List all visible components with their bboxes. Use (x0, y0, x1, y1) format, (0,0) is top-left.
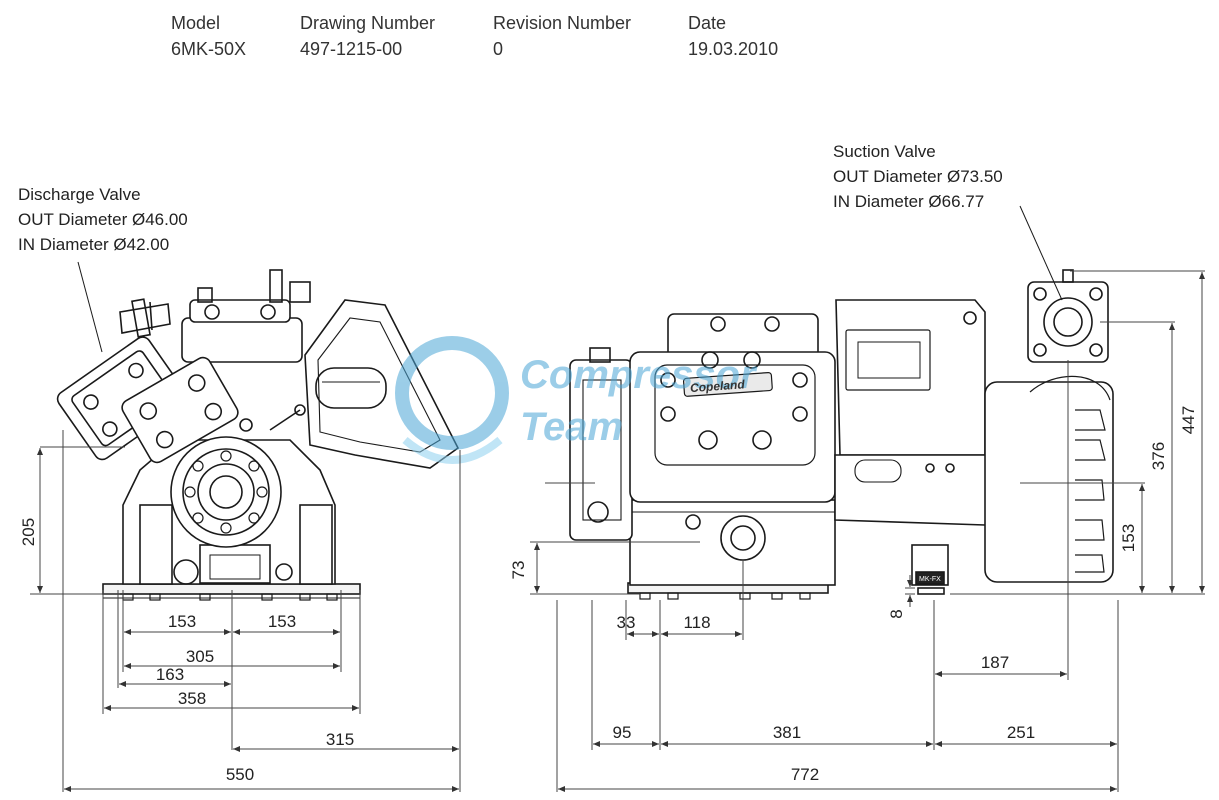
dim-side-height-8: 8 (887, 609, 906, 618)
suction-leader-line (1019, 205, 1063, 301)
suction-valve-title: Suction Valve (833, 142, 936, 161)
suction-in-diameter: IN Diameter Ø66.77 (833, 192, 985, 211)
revision-number-label: Revision Number (493, 13, 632, 33)
side-dimensions (530, 270, 1205, 792)
dim-front-width-305: 305 (186, 647, 214, 666)
dim-side-height-376: 376 (1149, 442, 1168, 470)
nameplate-brand: Copeland (690, 377, 746, 395)
side-view-drawing (569, 269, 1114, 600)
date-field: Date 19.03.2010 (688, 12, 778, 60)
date-value: 19.03.2010 (688, 39, 779, 59)
dim-side-height-447: 447 (1179, 406, 1198, 434)
date-label: Date (688, 13, 727, 33)
drawing-number-label: Drawing Number (300, 13, 436, 33)
suction-out-diameter: OUT Diameter Ø73.50 (833, 167, 1003, 186)
discharge-valve-annotation: Discharge Valve OUT Diameter Ø46.00 IN D… (18, 182, 188, 257)
watermark-text-line2: Team (520, 405, 623, 449)
foot-tag-label: MK-FX (919, 576, 941, 583)
dim-side-height-73: 73 (509, 561, 528, 580)
discharge-out-diameter: OUT Diameter Ø46.00 (18, 210, 188, 229)
drawing-number-value: 497-1215-00 (300, 39, 403, 59)
discharge-valve-title: Discharge Valve (18, 185, 141, 204)
dim-front-width-358: 358 (178, 689, 206, 708)
dim-side-width-381: 381 (773, 723, 801, 742)
dim-side-width-33: 33 (617, 613, 636, 632)
watermark-text-line1: Compressor (520, 353, 758, 397)
dim-side-width-772: 772 (791, 765, 819, 784)
model-label: Model (171, 13, 221, 33)
model-field: Model 6MK-50X (171, 12, 246, 60)
revision-number-field: Revision Number 0 (493, 12, 631, 60)
discharge-in-diameter: IN Diameter Ø42.00 (18, 235, 170, 254)
dim-front-width-153-left: 153 (168, 612, 196, 631)
dim-front-width-153-right: 153 (268, 612, 296, 631)
dim-front-width-550: 550 (226, 765, 254, 784)
dim-side-width-251: 251 (1007, 723, 1035, 742)
front-dimensions (30, 430, 461, 792)
model-value: 6MK-50X (171, 39, 247, 59)
suction-valve-annotation: Suction Valve OUT Diameter Ø73.50 IN Dia… (833, 139, 1003, 214)
dim-side-width-118: 118 (683, 613, 710, 632)
drawing-number-field: Drawing Number 497-1215-00 (300, 12, 435, 60)
dim-front-height-205: 205 (19, 518, 38, 546)
watermark-logo: Compressor Team (395, 336, 758, 464)
revision-number-value: 0 (493, 39, 504, 59)
dim-front-width-315: 315 (326, 730, 354, 749)
dim-side-width-187: 187 (981, 653, 1009, 672)
dim-side-height-153: 153 (1119, 524, 1138, 552)
dim-side-width-95: 95 (613, 723, 632, 742)
discharge-leader-line (77, 261, 103, 353)
dim-front-width-163: 163 (156, 665, 184, 684)
front-view-drawing (56, 269, 460, 601)
